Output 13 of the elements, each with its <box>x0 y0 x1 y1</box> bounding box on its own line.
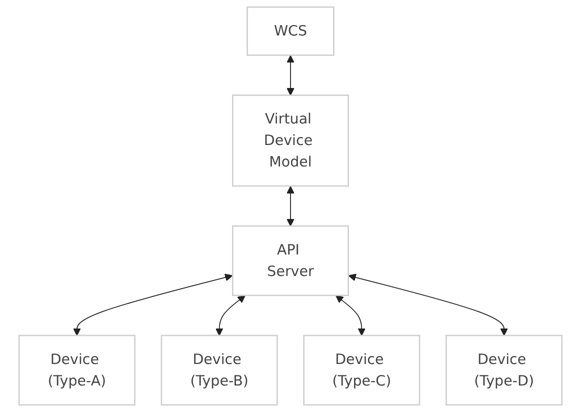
node-box: Device (Type-A) <box>18 334 136 406</box>
arrow <box>286 186 294 226</box>
node-box: WCS <box>246 6 334 56</box>
node-box: Device (Type-C) <box>303 334 420 406</box>
arrow <box>348 274 508 336</box>
node-box: Device (Type-D) <box>446 334 563 406</box>
arrow <box>215 295 246 336</box>
node-box: API Server <box>232 225 349 296</box>
arrow <box>286 55 294 96</box>
node-box: Device (Type-B) <box>160 334 278 406</box>
node-box: Virtual Device Model <box>232 94 349 187</box>
arrow <box>336 295 366 336</box>
arrow <box>73 274 233 336</box>
